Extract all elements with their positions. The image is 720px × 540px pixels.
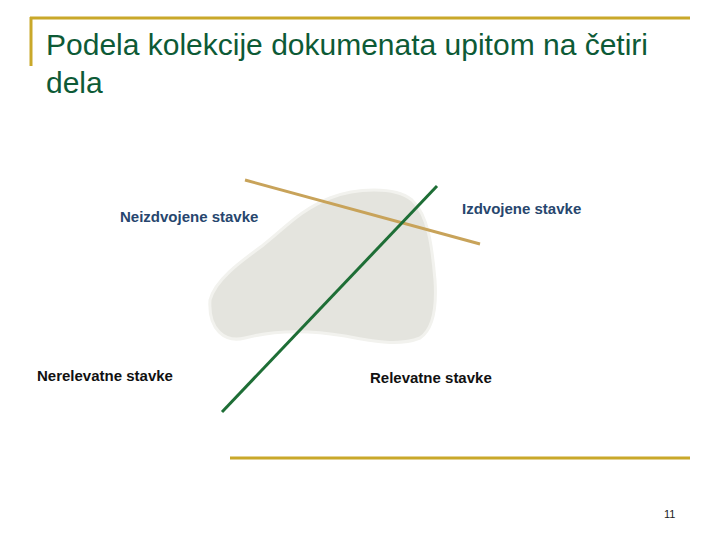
page-number: 11 (664, 508, 675, 520)
region-label: Izdvojene stavke (462, 200, 581, 217)
slide-title: Podela kolekcije dokumenata upitom na če… (46, 26, 686, 102)
left-rule (30, 17, 33, 66)
region-label: Neizdvojene stavke (120, 208, 258, 225)
region-label: Nerelevatne stavke (37, 367, 173, 384)
region-label: Relevatne stavke (370, 369, 492, 386)
bottom-rule (230, 457, 690, 460)
query-line (245, 180, 480, 244)
top-rule (30, 17, 690, 20)
